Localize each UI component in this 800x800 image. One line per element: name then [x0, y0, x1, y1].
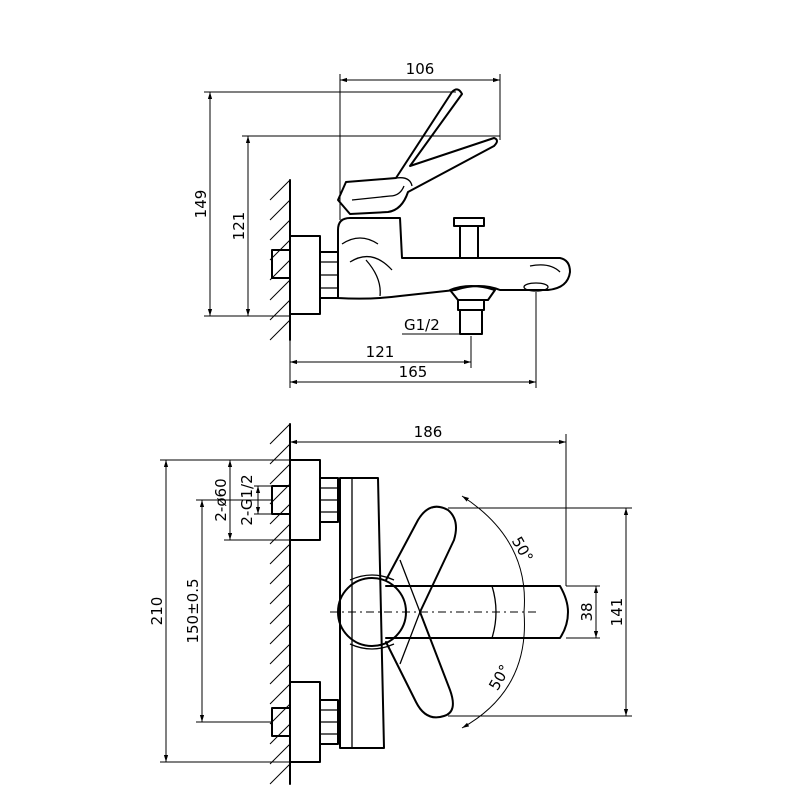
dim-121v-label: 121: [230, 212, 248, 241]
handle-lever-side: [337, 88, 498, 215]
dim-2d60-label: 2-ø60: [212, 478, 230, 521]
plan-view: 50° 50° 186 210 150±0.5: [148, 423, 632, 785]
dim-141: 141: [448, 507, 632, 717]
spout-plan: [385, 585, 569, 639]
dim-2g12-label: 2-G1/2: [238, 474, 256, 525]
dim-186-label: 186: [414, 423, 443, 441]
angle-lower-label: 50°: [485, 661, 514, 693]
side-view: 106 149 121 G1/2 121: [192, 60, 571, 388]
dim-210-label: 210: [148, 597, 166, 626]
dim-165: 165: [290, 292, 537, 388]
diverter-knob-side: [453, 217, 485, 259]
thread-g12-label: G1/2: [404, 316, 440, 334]
dim-149-label: 149: [192, 190, 210, 219]
dim-150: 150±0.5: [184, 499, 272, 723]
mixer-body-plan: [339, 477, 385, 749]
dim-38: 38: [566, 585, 600, 639]
dim-2d60: 2-ø60: [212, 459, 290, 541]
dim-121-horizontal: 121: [289, 336, 472, 388]
dim-186: 186: [289, 423, 567, 586]
dim-106: 106: [339, 60, 501, 220]
dim-150-label: 150±0.5: [184, 578, 202, 643]
dim-149: 149: [192, 91, 456, 317]
dim-121-vertical: 121: [230, 135, 500, 316]
dim-106-label: 106: [406, 60, 435, 78]
dim-2g12: 2-G1/2: [238, 474, 272, 526]
angle-upper-label: 50°: [508, 533, 537, 565]
dim-165-label: 165: [399, 363, 428, 381]
handle-lever-plan: [337, 505, 457, 719]
lower-connector-plan: [271, 681, 339, 763]
thread-label: G1/2: [402, 316, 460, 335]
mixer-body-side: [337, 217, 571, 301]
thread-outlet-side: [457, 299, 485, 335]
dim-121h-label: 121: [366, 343, 395, 361]
dim-38-label: 38: [578, 602, 596, 621]
dim-141-label: 141: [608, 598, 626, 627]
